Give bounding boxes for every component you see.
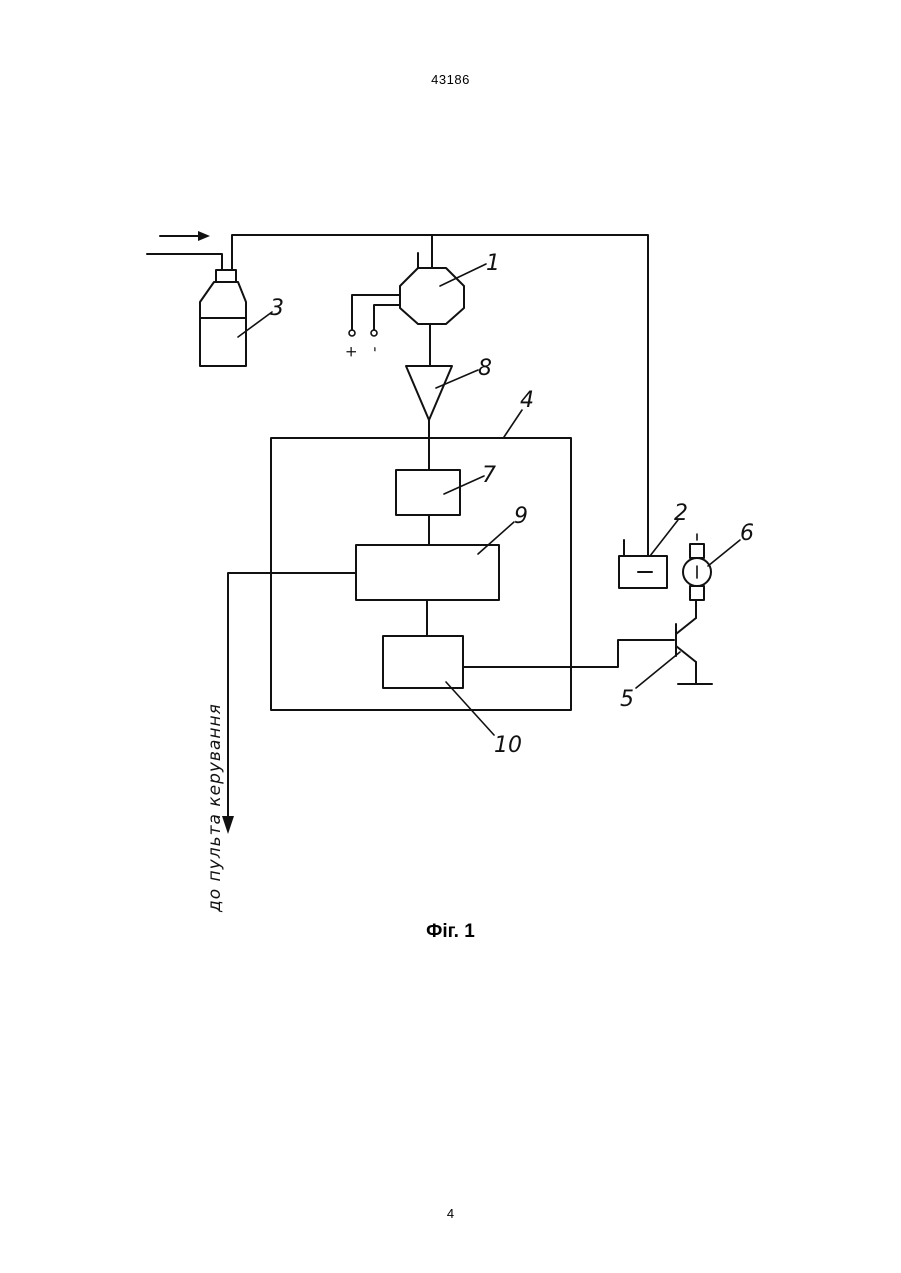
terminal-minus: - bbox=[365, 347, 383, 352]
motor-6 bbox=[683, 534, 711, 600]
output-line bbox=[228, 573, 356, 818]
inlet-pipe bbox=[147, 254, 222, 270]
label-5: 5 bbox=[620, 687, 634, 712]
leader-6 bbox=[708, 540, 740, 566]
leader-8 bbox=[436, 370, 478, 388]
block-7 bbox=[396, 470, 460, 515]
block-10 bbox=[383, 636, 463, 688]
valve-2 bbox=[619, 540, 667, 588]
label-7: 7 bbox=[482, 463, 496, 488]
label-2: 2 bbox=[674, 501, 688, 526]
leader-3 bbox=[238, 312, 272, 337]
terminal-plus: + bbox=[342, 345, 360, 358]
block-9 bbox=[356, 545, 499, 600]
label-3: 3 bbox=[270, 296, 284, 321]
control-line bbox=[463, 640, 674, 667]
amplifier-8 bbox=[406, 366, 452, 420]
leader-1 bbox=[440, 264, 486, 286]
label-4: 4 bbox=[520, 388, 534, 413]
label-8: 8 bbox=[478, 356, 492, 381]
leader-9 bbox=[478, 522, 514, 554]
transistor-5 bbox=[676, 600, 712, 684]
label-10: 10 bbox=[494, 733, 522, 758]
input-arrow bbox=[160, 231, 210, 241]
power-wire-minus bbox=[374, 305, 400, 330]
leader-7 bbox=[444, 476, 484, 494]
label-1: 1 bbox=[486, 251, 500, 276]
label-9: 9 bbox=[514, 504, 528, 529]
leader-5 bbox=[636, 652, 680, 688]
leader-10 bbox=[446, 682, 494, 735]
output-label: до пульта керування bbox=[205, 703, 225, 913]
power-wire-plus bbox=[352, 295, 400, 330]
page-number: 4 bbox=[0, 1206, 901, 1221]
figure-caption: Фіг. 1 bbox=[0, 921, 901, 943]
leader-4 bbox=[504, 410, 522, 437]
label-6: 6 bbox=[740, 521, 754, 546]
sensor-1 bbox=[400, 268, 464, 324]
